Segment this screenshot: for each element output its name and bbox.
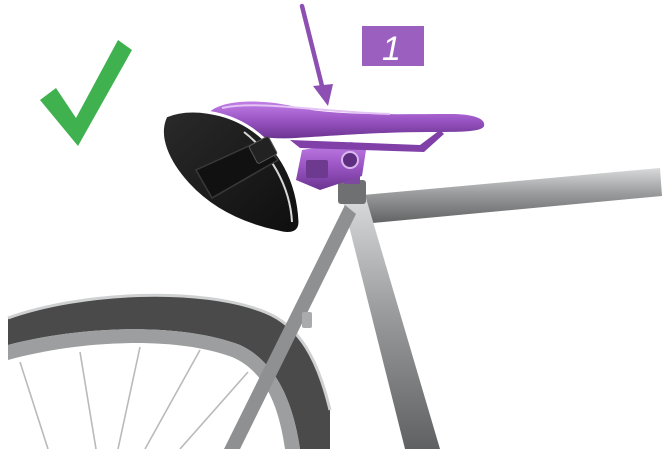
stay-bolt: [302, 312, 312, 328]
top-tube: [352, 168, 662, 224]
step-badge: 1: [362, 26, 424, 68]
clamp-block: [306, 160, 328, 178]
clamp-bolt: [342, 152, 358, 168]
step-number: 1: [382, 30, 401, 68]
seat-tube: [342, 198, 440, 449]
rear-wheel: [8, 295, 330, 449]
check-icon: [40, 40, 132, 146]
arrow-down-icon: [302, 6, 333, 106]
wheel-spokes: [20, 347, 248, 449]
